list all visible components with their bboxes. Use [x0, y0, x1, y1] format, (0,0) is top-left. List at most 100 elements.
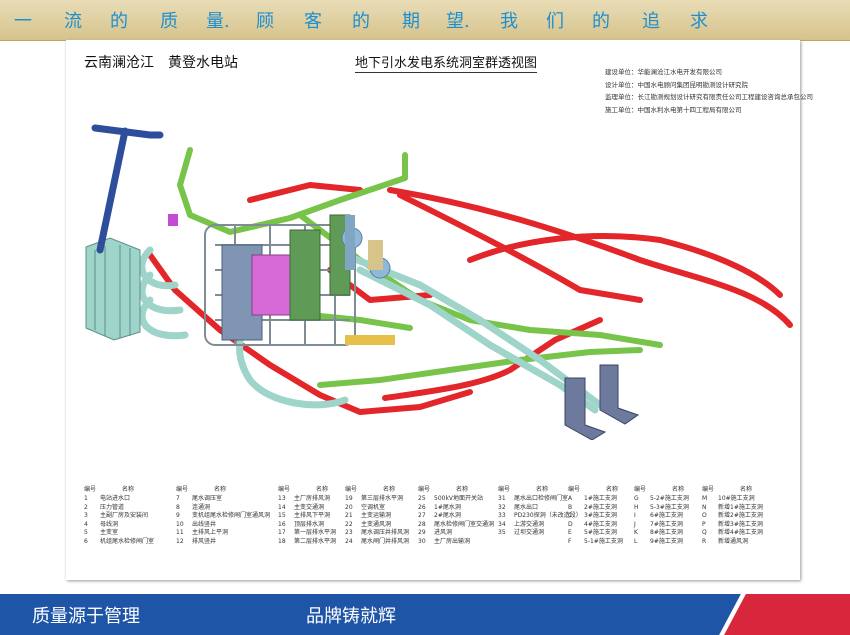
- legend-item-name: 尾水检修闸门室交通洞: [434, 520, 495, 528]
- legend-item-num: 14: [278, 503, 286, 511]
- legend-item-name: 尾水调压室: [192, 495, 223, 502]
- legend-header: 编号名称: [84, 484, 154, 493]
- legend-item-num: B: [568, 503, 573, 511]
- legend-item-name: 500kV地面开关站: [434, 495, 484, 502]
- legend-item-num: 27: [418, 512, 426, 520]
- credit-contractor: 施工单位：中国水利水电第十四工程局有限公司: [605, 105, 742, 114]
- legend-item-num: O: [702, 512, 707, 520]
- legend-item-name: 主变通风洞: [361, 520, 392, 528]
- legend-item-name: 上游交通洞: [514, 520, 545, 528]
- legend-item-name: 新增通风洞: [718, 537, 749, 545]
- legend-item-num: 3: [84, 512, 88, 520]
- legend-header-num: 编号: [418, 486, 431, 493]
- legend-item-num: 26: [418, 503, 426, 511]
- legend-header-num: 编号: [498, 486, 511, 493]
- legend-item-name: 母线洞: [100, 520, 119, 528]
- legend-item-name: 6#施工支洞: [650, 512, 683, 520]
- legend-header-num: 编号: [84, 486, 97, 493]
- legend-item-name: 第一层排水平洞: [294, 529, 337, 537]
- slogan-char: 们: [546, 11, 564, 32]
- legend-header-name: 名称: [740, 486, 753, 493]
- legend-item-num: 22: [345, 520, 353, 528]
- legend-item-name: 进风洞: [434, 529, 453, 537]
- legend-item-num: 33: [498, 512, 506, 520]
- purple-block: [168, 214, 178, 226]
- legend-item: 27 2#尾水洞: [418, 510, 494, 519]
- legend-item-num: 10: [176, 520, 184, 528]
- legend-item-num: 4: [84, 520, 88, 528]
- legend-item-name: 电站进水口: [100, 495, 131, 502]
- legend-item-num: Q: [702, 529, 707, 537]
- legend-item-num: D: [568, 520, 573, 528]
- legend-item-num: 6: [84, 537, 88, 545]
- legend-item-name: 出线竖井: [192, 520, 217, 528]
- slogan-char: 一: [14, 11, 32, 32]
- legend-item: 34 上游交通洞: [498, 519, 582, 528]
- legend-item-name: 新增4#施工支洞: [718, 529, 763, 537]
- legend-item-num: 23: [345, 529, 353, 537]
- legend-item-name: 连通洞: [192, 503, 211, 511]
- legend-item-name: 4#施工支洞: [584, 520, 617, 528]
- legend-item-name: 8#施工支洞: [650, 529, 683, 537]
- diagram-title: 地下引水发电系统洞室群透视图: [355, 52, 538, 73]
- legend-item-name: 3#施工支洞: [584, 512, 617, 520]
- legend-item-num: I: [634, 512, 636, 520]
- legend-item-num: 1: [84, 495, 88, 502]
- legend-item-num: N: [702, 503, 707, 511]
- legend-item-num: 30: [418, 537, 426, 545]
- legend-item-num: 35: [498, 529, 506, 537]
- project-name: 云南澜沧江 黄登水电站: [84, 55, 238, 71]
- legend-item-name: 主排风下平洞: [294, 512, 331, 520]
- slogan-char: 的: [592, 11, 610, 32]
- legend-item-name: 新增1#施工支洞: [718, 503, 763, 511]
- legend-item-num: 5: [84, 529, 88, 537]
- slogan-char: 客: [304, 11, 322, 32]
- footer-red-stripe: [724, 594, 850, 635]
- legend-item-num: 34: [498, 520, 506, 528]
- legend-item: 22 主变通风洞: [345, 519, 409, 528]
- blue-shafts: [91, 124, 164, 254]
- legend-item-name: 尾水出口检修闸门室: [514, 495, 569, 502]
- footer-motto-left: 质量源于管理: [32, 606, 140, 627]
- legend-header-name: 名称: [672, 486, 685, 493]
- credit-owner: 建设单位：华能澜沧江水电开发有限公司: [605, 68, 722, 76]
- legend-header-name: 名称: [214, 486, 227, 493]
- legend-item-num: L: [634, 537, 638, 545]
- legend-header-num: 编号: [568, 486, 581, 493]
- legend-item-name: 1#尾水洞: [434, 503, 461, 511]
- legend-item-name: 1#施工支洞: [584, 495, 617, 502]
- legend-item-num: 13: [278, 495, 286, 502]
- legend-header-name: 名称: [536, 486, 549, 493]
- legend-item-num: 21: [345, 512, 353, 520]
- legend-item-name: 压力管道: [100, 503, 125, 511]
- legend-item-name: 排风竖井: [192, 537, 217, 545]
- legend-item-name: 2#尾水洞: [434, 512, 461, 520]
